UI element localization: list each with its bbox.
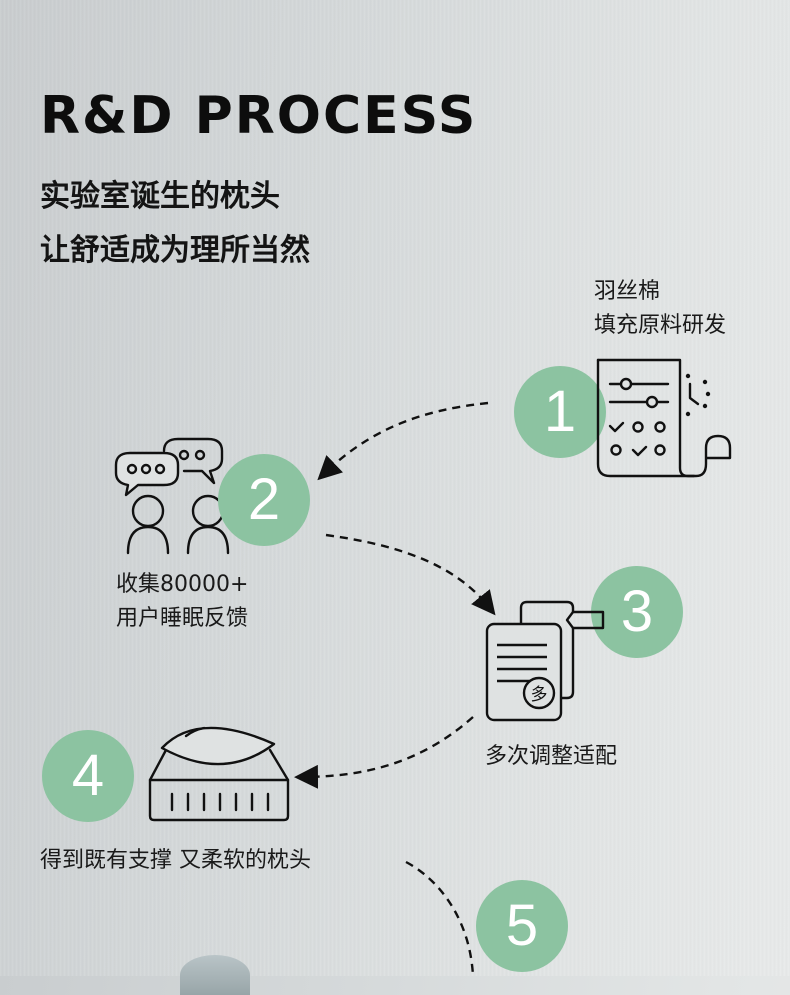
step-4-label-line-1: 得到既有支撑 又柔软的枕头 [40, 848, 311, 873]
step-1-label: 羽丝棉 填充原料研发 [594, 275, 726, 343]
step-3-label-line-1: 多次调整适配 [485, 744, 618, 769]
user-feedback-icon [114, 437, 230, 555]
recipe-document-icon [596, 358, 732, 478]
step-2-label: 收集80000+ 用户睡眠反馈 [116, 568, 248, 636]
subtitle-line-2: 让舒适成为理所当然 [40, 233, 310, 268]
page-subtitle: 实验室诞生的枕头 让舒适成为理所当然 [40, 170, 310, 278]
pillow-icon [148, 726, 290, 822]
step-1-badge: 1 [514, 366, 606, 458]
step-1-label-line-2: 填充原料研发 [594, 313, 727, 338]
step-1-label-line-1: 羽丝棉 [594, 279, 661, 304]
step-3-badge: 3 [591, 566, 683, 658]
step-5-badge: 5 [476, 880, 568, 972]
step-2-badge: 2 [218, 454, 310, 546]
arrow-2-to-3 [325, 533, 496, 616]
arrow-4-to-5 [405, 860, 475, 976]
step-3-label: 多次调整适配 [485, 740, 617, 774]
product-image-partial [180, 955, 250, 995]
arrow-3-to-4 [294, 716, 474, 789]
step-4-label: 得到既有支撑 又柔软的枕头 [40, 844, 311, 878]
page-title: R&D PROCESS [40, 86, 478, 146]
step-4-badge: 4 [42, 730, 134, 822]
step-3-icon-badge-text: 多 [531, 685, 548, 705]
adjustment-documents-icon: 多 [485, 600, 605, 722]
subtitle-line-1: 实验室诞生的枕头 [40, 179, 280, 214]
step-2-label-line-1: 收集80000+ [116, 572, 249, 597]
step-2-label-line-2: 用户睡眠反馈 [116, 606, 249, 631]
arrow-1-to-2 [317, 401, 489, 481]
